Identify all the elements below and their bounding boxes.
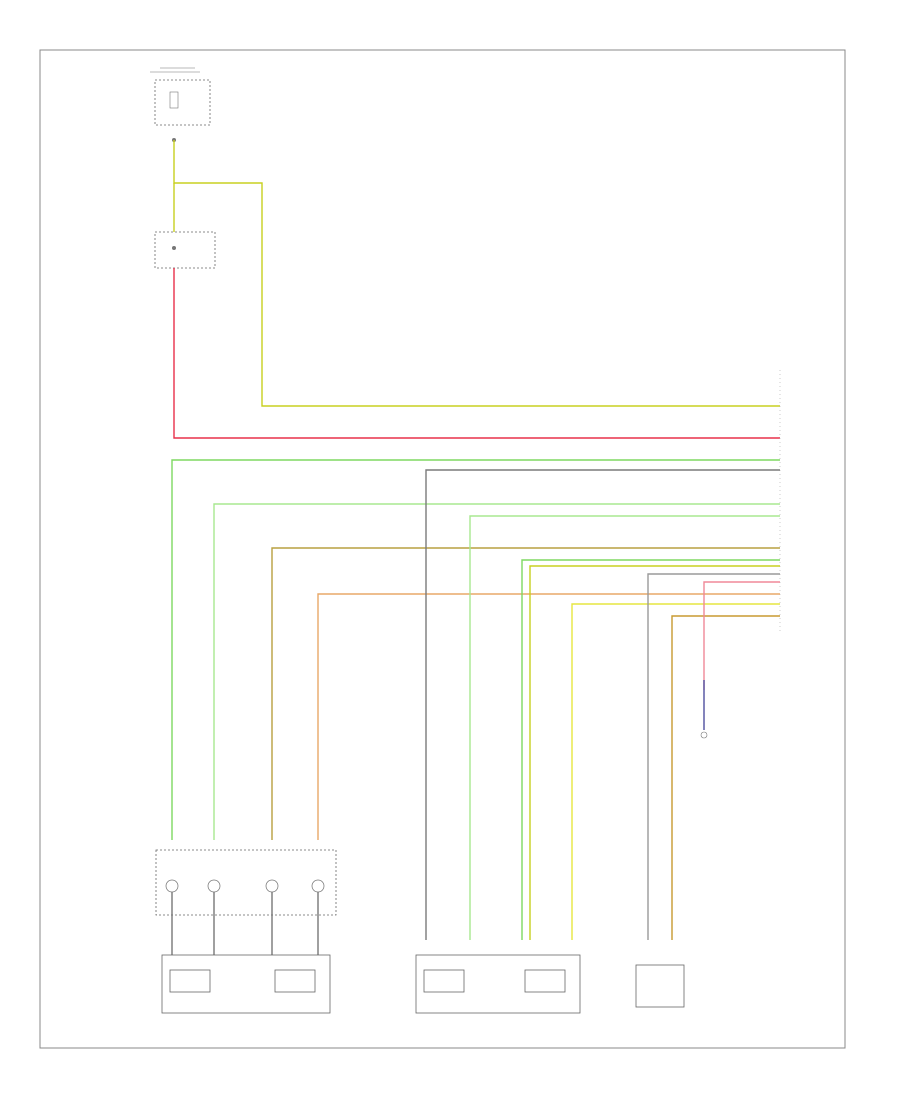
wire-red (173, 268, 780, 439)
passenger-airbag-module (415, 954, 581, 1014)
wire-olive-2 (671, 615, 780, 940)
passenger-cutoff-component (154, 231, 216, 269)
fuse-block (150, 67, 211, 142)
wire-yellow-1 (571, 603, 780, 940)
wire-green-3 (521, 559, 780, 940)
wire-green-2 (469, 515, 780, 940)
clock-spring (155, 849, 337, 916)
diagram-frame (39, 49, 846, 1049)
wire-olive-1 (271, 547, 780, 840)
wire-yellow-green-top (173, 140, 780, 407)
wire-yellow-green-2 (529, 565, 780, 940)
wire-gray-1 (425, 469, 780, 940)
wire-pink (703, 581, 780, 690)
wire-gray-2 (647, 573, 780, 940)
seat-track-sensor (635, 964, 685, 1008)
wire-tan-1 (317, 593, 780, 840)
wire-light-green-1 (213, 503, 780, 840)
driver-airbag-module (161, 954, 331, 1014)
seat-belt-switch (700, 731, 708, 739)
wire-green-1 (171, 459, 780, 840)
